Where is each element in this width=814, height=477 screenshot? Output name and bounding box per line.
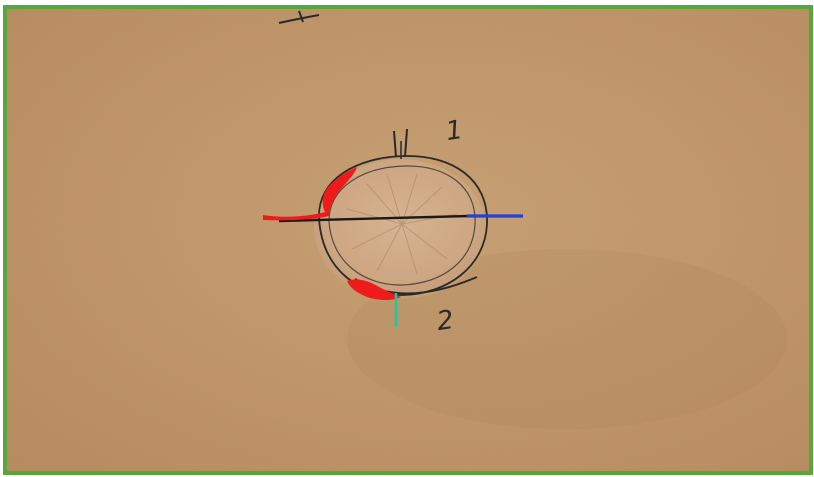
sketch-canvas (7, 9, 809, 471)
image-frame: 1 2 (3, 5, 813, 475)
